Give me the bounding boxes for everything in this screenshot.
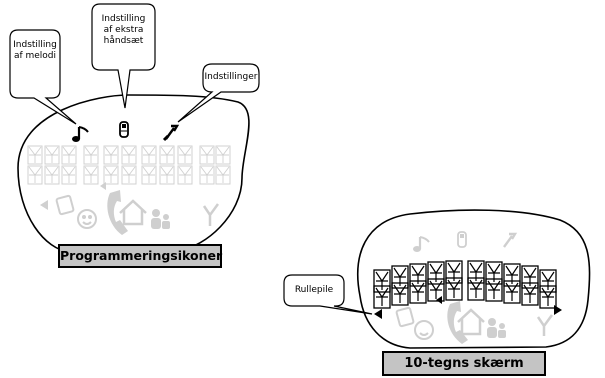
scroll-left-arrow-icon bbox=[374, 309, 382, 319]
left-notepad-icon bbox=[55, 194, 75, 216]
right-wrench-icon bbox=[503, 232, 518, 248]
left-smiley-icon bbox=[77, 209, 97, 229]
callout-settings bbox=[177, 63, 260, 123]
callout-handset bbox=[91, 3, 156, 109]
left-scroll-left-arrow-icon bbox=[40, 200, 48, 210]
callout-melody-line-2: af melodi bbox=[13, 51, 57, 61]
callout-handset-line-1: Indstilling bbox=[101, 14, 146, 24]
callout-handset-text: Indstilling af ekstra håndsæt bbox=[93, 14, 154, 47]
scroll-mid-arrow-icon bbox=[436, 296, 442, 304]
right-display-caption: 10-tegns skærm bbox=[382, 351, 546, 376]
callout-settings-line-1: Indstillinger bbox=[204, 72, 258, 82]
music-note-icon bbox=[72, 126, 89, 142]
callout-melody bbox=[9, 29, 77, 125]
callout-handset-line-3: håndsæt bbox=[103, 36, 144, 46]
left-display-caption: Programmeringsikoner bbox=[58, 244, 222, 268]
right-antenna-icon bbox=[536, 314, 554, 336]
callout-settings-text: Indstillinger bbox=[202, 72, 260, 83]
left-home-icon bbox=[119, 199, 147, 226]
right-notepad-icon bbox=[395, 306, 415, 328]
handset-icon bbox=[119, 121, 129, 138]
right-people-icon bbox=[487, 318, 506, 338]
callout-melody-text: Indstilling af melodi bbox=[12, 40, 58, 62]
left-display bbox=[9, 3, 260, 253]
scroll-right-arrow-icon bbox=[554, 305, 562, 315]
left-phone-handset-icon bbox=[107, 190, 128, 235]
right-smiley-icon bbox=[414, 320, 434, 340]
left-scroll-mid-arrow-icon bbox=[100, 182, 106, 190]
right-music-note-icon bbox=[413, 236, 430, 252]
callout-scroll-arrows-line-1: Rullepile bbox=[294, 285, 334, 295]
right-display-body bbox=[357, 209, 591, 349]
callout-scroll-arrows-text: Rullepile bbox=[285, 285, 343, 296]
right-display bbox=[283, 209, 591, 349]
wrench-icon bbox=[162, 124, 180, 142]
left-people-icon bbox=[151, 209, 170, 229]
right-home-icon bbox=[457, 308, 485, 336]
left-antenna-icon bbox=[202, 203, 220, 226]
callout-melody-line-1: Indstilling bbox=[13, 40, 57, 50]
right-handset-icon bbox=[457, 231, 467, 248]
callout-handset-line-2: af ekstra bbox=[103, 25, 144, 35]
callout-scroll-arrows bbox=[283, 274, 373, 315]
right-phone-handset-icon bbox=[447, 301, 468, 344]
